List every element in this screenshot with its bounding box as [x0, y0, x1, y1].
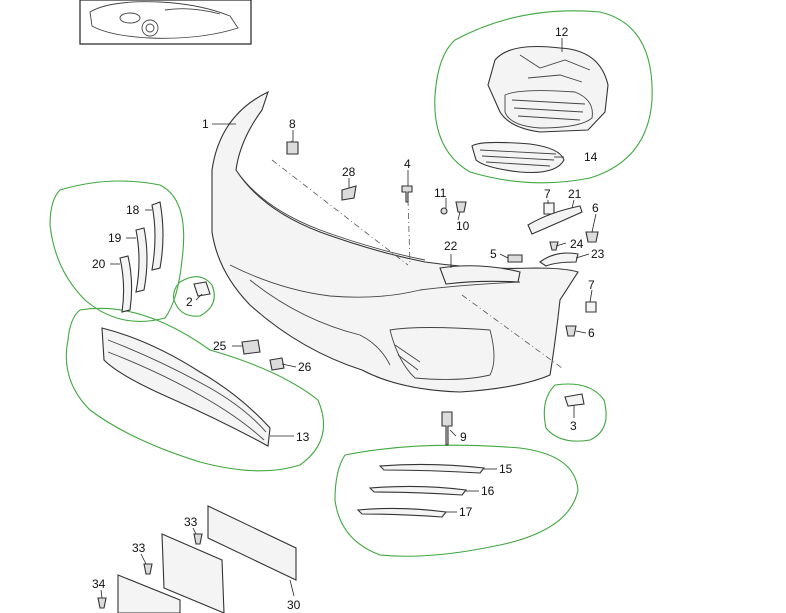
callout-16: 16: [481, 484, 495, 498]
callout-28: 28: [342, 165, 356, 179]
callout-11: 11: [434, 186, 447, 200]
part-13-lower-grille: [101, 327, 271, 447]
group-outlines: [49, 10, 653, 557]
callout-7a: 7: [544, 187, 551, 201]
part-21-bracket: [527, 205, 583, 235]
part-18-strip: [151, 201, 164, 271]
part-8-clip: [286, 141, 299, 155]
part-11-nut: [440, 207, 448, 215]
part-6b-screw: [565, 325, 577, 337]
part-5-bolt: [507, 254, 523, 263]
part-10-clip: [455, 201, 467, 213]
callout-6a: 6: [592, 201, 599, 215]
part-28-clip: [341, 185, 357, 201]
part-15-strip: [378, 463, 486, 474]
part-bracket-front: [117, 574, 181, 613]
part-26-clip: [269, 357, 285, 371]
part-30-bracket-rear: [207, 505, 297, 581]
callout-8: 8: [289, 117, 296, 131]
vehicle-thumbnail: [79, 0, 252, 45]
callout-7b: 7: [588, 278, 595, 292]
callout-24: 24: [570, 237, 584, 251]
callout-18: 18: [126, 203, 140, 217]
part-24-screw: [549, 241, 559, 251]
callout-26: 26: [298, 360, 312, 374]
trim-strips-lower: [356, 463, 486, 518]
callout-6b: 6: [588, 326, 595, 340]
part-12-bracket: [487, 45, 609, 133]
part-34-screw: [97, 597, 107, 609]
part-25-clip: [241, 339, 261, 355]
part-6a-screw: [585, 231, 599, 243]
small-parts: [193, 141, 599, 446]
callout-1: 1: [202, 117, 209, 131]
group-outline-headlamp-bracket: [434, 10, 653, 184]
callout-4: 4: [404, 157, 411, 171]
callout-34: 34: [92, 577, 106, 591]
callout-33a: 33: [184, 515, 198, 529]
callout-20: 20: [92, 257, 106, 271]
part-7b-clip: [585, 301, 597, 313]
callout-labels: 1 8 28 4 11 10 12 14 7 21 6 24 23 5 22 7…: [92, 25, 605, 612]
part-19-strip: [135, 227, 148, 293]
part-23-bracket: [539, 252, 579, 267]
callout-19: 19: [108, 231, 122, 245]
callout-25: 25: [213, 339, 227, 353]
part-3-cap: [564, 393, 585, 407]
callout-22: 22: [444, 239, 458, 253]
group-outline-part-3: [543, 383, 607, 442]
part-22-bracket: [439, 265, 521, 285]
group-outline-part-2: [173, 276, 215, 317]
callout-12: 12: [555, 25, 569, 39]
part-2-cap: [193, 281, 211, 297]
callout-13: 13: [296, 430, 310, 444]
part-4-bolt: [401, 185, 413, 203]
part-17-strip: [356, 507, 448, 518]
part-14-grille-insert: [471, 141, 565, 174]
part-20-strip: [119, 255, 133, 313]
callout-21: 21: [568, 187, 582, 201]
group-outline-trim-strips: [49, 180, 185, 322]
callout-10: 10: [456, 219, 470, 233]
part-33a-screw: [193, 533, 203, 545]
callout-9: 9: [460, 430, 467, 444]
callout-33b: 33: [132, 541, 146, 555]
callout-2: 2: [186, 295, 193, 309]
license-plate-brackets: [97, 505, 297, 613]
group-outline-lower-strips: [334, 444, 579, 557]
group-outline-lower-grille: [65, 307, 325, 472]
part-16-strip: [368, 485, 468, 496]
callout-15: 15: [499, 462, 513, 476]
leader-lines: [100, 38, 597, 599]
callout-14: 14: [584, 150, 598, 164]
callout-23: 23: [591, 247, 605, 261]
part-33b-screw: [143, 563, 153, 575]
part-1-bumper-cover: [211, 90, 579, 393]
callout-30: 30: [287, 598, 301, 612]
callout-3: 3: [570, 419, 577, 433]
trim-strips-upper: [119, 201, 164, 313]
callout-5: 5: [490, 247, 497, 261]
part-9-sensor: [441, 411, 453, 446]
callout-17: 17: [459, 505, 473, 519]
part-7a-clip: [543, 202, 555, 215]
part-bracket-middle: [161, 533, 225, 613]
